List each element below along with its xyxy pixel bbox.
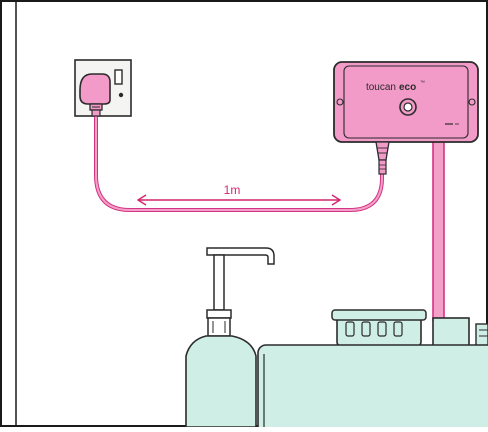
screw-left [336, 98, 344, 106]
device-trademark: ™ [420, 80, 425, 86]
device-brand-label: toucan [366, 82, 396, 93]
water-tank-icon [257, 309, 488, 432]
cable-length-measure [136, 194, 342, 206]
toucan-eco-device: toucan eco ™ [333, 61, 479, 321]
power-cable-core [95, 113, 383, 211]
cable-length-label: 1m [224, 183, 241, 197]
device-small-marking [445, 123, 459, 125]
screw-right [468, 98, 476, 106]
pump-bottle-icon [185, 247, 275, 428]
device-connector-icon [375, 141, 390, 175]
power-button-icon [399, 98, 417, 116]
plug-icon [79, 73, 111, 117]
device-pipe [432, 137, 445, 321]
device-model-label: eco [399, 82, 416, 93]
